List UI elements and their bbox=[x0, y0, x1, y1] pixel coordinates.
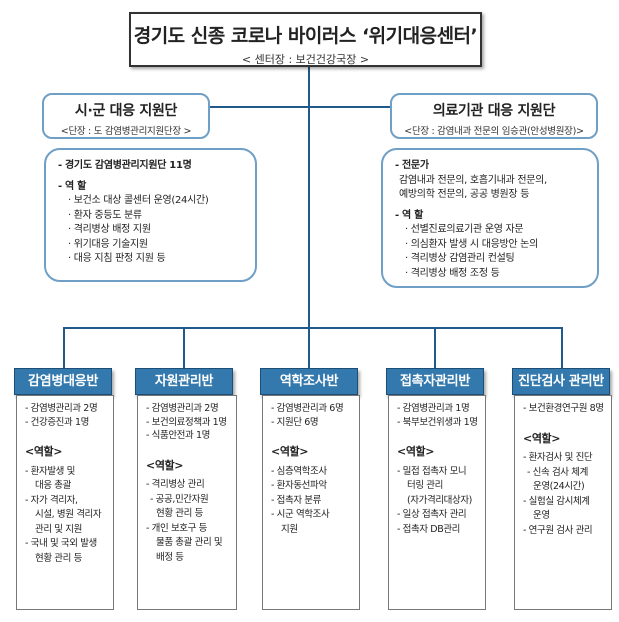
detail-item: · 환자 중등도 분류 bbox=[68, 209, 142, 221]
team-role-item: 관리 및 지원 bbox=[35, 523, 82, 535]
detail-item: · 대응 지침 판정 지원 등 bbox=[68, 253, 166, 264]
medical-institution-support-detail: - 전문가 감염내과 전문의, 호흡기내과 전문의, 예방의학 전문의, 공공 병… bbox=[381, 148, 599, 288]
team-role-item: - 신속 검사 체계 bbox=[527, 466, 588, 478]
detail-item: · 선별진료의료기관 운영 자문 bbox=[405, 224, 524, 235]
connector-center-trunk bbox=[308, 66, 310, 328]
team-role-item: - 개인 보호구 등 bbox=[146, 522, 207, 534]
detail-item: · 위기대응 기술지원 bbox=[68, 238, 148, 250]
connector-groups-horizontal bbox=[200, 106, 418, 108]
team-role-item: - 심층역학조사 bbox=[271, 465, 327, 477]
expert-line: 감염내과 전문의, 호흡기내과 전문의, bbox=[399, 174, 547, 186]
team-role-item: 운영 bbox=[533, 510, 550, 521]
detail-heading: - 경기도 감염병관리지원단 11명 bbox=[58, 160, 192, 171]
team-staff: - 건강증진과 1명 bbox=[25, 416, 89, 428]
crisis-center-title: 경기도 신종 코로나 바이러스 ‘위기대응센터’ bbox=[133, 25, 478, 47]
team-staff: - 감염병관리과 6명 bbox=[271, 403, 344, 414]
team-staff: - 감염병관리과 2명 bbox=[146, 403, 219, 414]
team-role-item: 배정 등 bbox=[156, 551, 184, 563]
team-staff: - 감염병관리과 2명 bbox=[25, 403, 98, 414]
team-role-label: <역할> bbox=[146, 458, 184, 472]
team-role-item: 현황 관리 등 bbox=[156, 508, 203, 519]
team-role-item: - 환자검사 및 진단 bbox=[523, 452, 593, 463]
team-role-label: <역할> bbox=[523, 431, 561, 445]
connector-team-3 bbox=[308, 327, 310, 369]
detail-item: · 의심환자 발생 시 대응방안 논의 bbox=[405, 238, 538, 250]
team-role-item: - 환자동선파악 bbox=[271, 480, 327, 491]
detail-item: · 격리병상 배정 지원 bbox=[68, 224, 151, 235]
expert-line: 예방의학 전문의, 공공 병원장 등 bbox=[399, 189, 530, 200]
connector-team-5 bbox=[561, 327, 563, 369]
team-staff: - 보건환경연구원 8명 bbox=[523, 403, 604, 414]
city-county-support-group: 시·군 대응 지원단 <단장 : 도 감염병관리지원단장 > bbox=[42, 93, 210, 139]
team-box-epidemiology: - 감염병관리과 6명 - 지원단 6명 <역할> - 심층역학조사 - 환자동선파악 -… bbox=[262, 395, 360, 610]
group-title: 의료기관 대응 지원단 bbox=[432, 103, 556, 119]
team-staff: - 감염병관리과 1명 bbox=[397, 403, 470, 414]
team-role-item: - 환자발생 및 bbox=[25, 465, 75, 477]
team-role-item: - 시군 역학조사 bbox=[271, 509, 330, 520]
team-header-resource-management: 자원관리반 bbox=[135, 368, 233, 395]
team-staff: - 식품안전과 1명 bbox=[146, 430, 210, 441]
group-leader: <단장 : 도 감염병관리지원단장 > bbox=[60, 126, 192, 137]
team-header-diagnostic-test: 진단검사 관리반 bbox=[512, 368, 610, 395]
team-role-label: <역할> bbox=[271, 445, 309, 458]
team-role-item: - 접촉자 분류 bbox=[271, 494, 321, 506]
detail-item: · 보건소 대상 콜센터 운영(24시간) bbox=[68, 195, 209, 206]
team-role-item: - 밀접 접촉자 모니 bbox=[397, 465, 467, 477]
team-box-resource-management: - 감염병관리과 2명 - 보건의료정책과 1명 - 식품안전과 1명 <역할> - 격… bbox=[137, 395, 237, 610]
team-role-item: 대응 총괄 bbox=[35, 480, 71, 491]
crisis-center-box: 경기도 신종 코로나 바이러스 ‘위기대응센터’ < 센터장 : 보건건강국장 … bbox=[129, 12, 482, 67]
team-role-item: 터링 관리 bbox=[407, 480, 443, 491]
team-role-item: 시설, 병원 격리자 bbox=[35, 509, 102, 520]
team-role-item: - 자가 격리자, bbox=[25, 494, 78, 506]
city-county-support-detail: - 경기도 감염병관리지원단 11명 - 역 할 · 보건소 대상 콜센터 운영… bbox=[44, 148, 257, 282]
crisis-center-head: < 센터장 : 보건건강국장 > bbox=[241, 53, 370, 66]
team-role-label: <역할> bbox=[25, 445, 63, 458]
medical-institution-support-group: 의료기관 대응 지원단 <단장 : 감염내과 전문의 임승관(안성병원장)> bbox=[390, 93, 598, 139]
team-staff: - 보건의료정책과 1명 bbox=[146, 416, 227, 428]
team-role-item: - 접촉자 DB관리 bbox=[397, 523, 461, 535]
team-role-item: - 일상 접촉자 관리 bbox=[397, 509, 467, 520]
team-role-item: 운영(24시간) bbox=[533, 481, 585, 492]
connector-team-4 bbox=[434, 327, 436, 369]
team-staff: - 지원단 6명 bbox=[271, 416, 319, 428]
team-role-item: - 연구원 검사 관리 bbox=[523, 524, 593, 536]
team-header-infection-response: 감염병대응반 bbox=[14, 368, 112, 395]
team-role-item: - 실험실 감시체계 bbox=[523, 495, 590, 507]
group-title: 시·군 대응 지원단 bbox=[74, 103, 178, 119]
team-staff: - 북부보건위생과 1명 bbox=[397, 416, 478, 428]
team-role-item: (자가격리대상자) bbox=[407, 494, 472, 506]
team-role-item: 지원 bbox=[281, 523, 298, 535]
team-role-label: <역할> bbox=[397, 445, 435, 458]
detail-item: · 격리병상 감염관리 컨설팅 bbox=[405, 253, 515, 264]
team-header-contact-management: 접촉자관리반 bbox=[386, 368, 484, 395]
group-leader: <단장 : 감염내과 전문의 임승관(안성병원장)> bbox=[404, 126, 584, 137]
team-role-item: 물품 총괄 관리 및 bbox=[156, 537, 223, 548]
team-role-item: - 격리병상 관리 bbox=[146, 479, 205, 490]
team-role-item: 현황 관리 등 bbox=[35, 552, 82, 564]
team-role-item: - 국내 및 국외 발생 bbox=[25, 538, 97, 549]
detail-item: · 격리병상 배정 조정 등 bbox=[405, 267, 500, 279]
detail-heading: - 전문가 bbox=[395, 160, 429, 171]
detail-role-label: - 역 할 bbox=[58, 180, 87, 192]
connector-teams-bus bbox=[64, 327, 562, 329]
connector-team-1 bbox=[63, 327, 65, 369]
connector-team-2 bbox=[183, 327, 185, 369]
detail-role-label: - 역 할 bbox=[395, 209, 424, 221]
team-header-epidemiology: 역학조사반 bbox=[260, 368, 358, 395]
team-role-item: - 공공,민간자원 bbox=[150, 493, 209, 505]
